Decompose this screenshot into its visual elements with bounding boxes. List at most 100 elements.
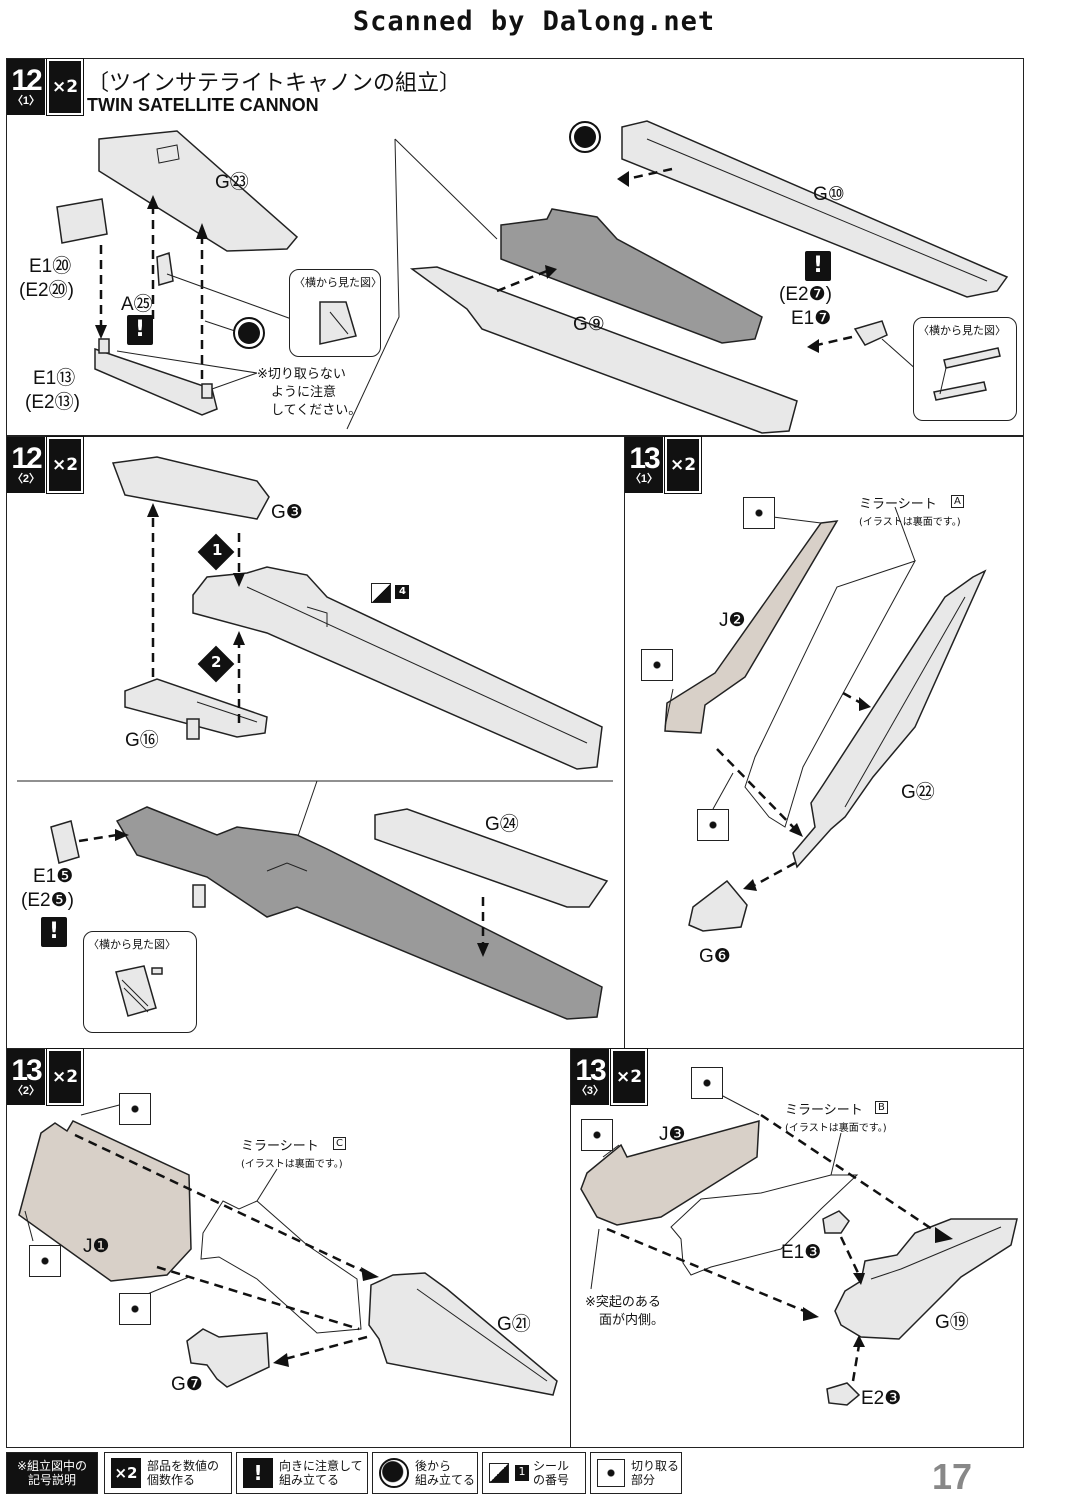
part-g3 <box>111 456 270 520</box>
part-a25 <box>156 252 174 286</box>
multiplier-icon: ×2 <box>111 1458 141 1488</box>
side-view-label: 〈横から見た図〉 <box>294 276 382 289</box>
legend-text: 部品を数値の <box>147 1459 220 1473</box>
note-line2: ように注意 <box>271 385 337 400</box>
step13-3-illustration <box>580 1094 1018 1406</box>
label-g7: G❼ <box>171 1374 203 1395</box>
label-g9: G⑨ <box>573 314 605 335</box>
seal-icon <box>489 1463 509 1483</box>
label-g22: G㉒ <box>901 782 935 803</box>
side-view-label: 〈横から見た図〉 <box>918 324 1006 337</box>
step-title-en: TWIN SATELLITE CANNON <box>87 95 319 115</box>
note-line1: ※切り取らない <box>257 367 346 382</box>
caution-icon: ! <box>127 315 153 345</box>
label-e1-7: E1❼ <box>791 308 832 329</box>
part-g7 <box>186 1328 270 1388</box>
legend-text: 後から <box>415 1459 452 1473</box>
part-g22 <box>792 569 987 869</box>
label-e2-20: (E2⑳) <box>19 280 74 301</box>
legend-text: シール <box>533 1459 570 1473</box>
nipper-icon <box>119 1293 151 1325</box>
label-e2-3: E2❸ <box>861 1388 902 1409</box>
part-g6 <box>688 879 748 932</box>
attach-later-icon <box>233 317 265 349</box>
label-g10: G⑩ <box>813 184 845 205</box>
label-e1-5: E1❺ <box>33 866 74 887</box>
note-line2: 面が内側。 <box>599 1313 665 1328</box>
label-e1-13: E1⑬ <box>33 368 76 389</box>
part-e1-3 <box>822 1210 850 1234</box>
label-g3: G❸ <box>271 502 303 523</box>
part-g16 <box>124 678 268 738</box>
legend-text: 組み立てる <box>415 1473 476 1487</box>
step-number: 12 <box>11 442 42 475</box>
symbol-legend: ※組立図中の 記号説明 ×2 部品を数値の個数作る ! 向きに注意して組み立てる… <box>6 1452 1068 1496</box>
caution-icon: ! <box>805 251 831 281</box>
mirror-sheet-note: (イラストは裏面です。) <box>241 1159 343 1170</box>
legend-text: 個数作る <box>147 1473 196 1487</box>
label-g6: G❻ <box>699 946 731 967</box>
nipper-icon <box>743 497 775 529</box>
panel-step12-2: 12〈2〉 ×2 G❸ 1 <box>6 436 626 1050</box>
step-sub: 〈2〉 <box>11 1085 41 1097</box>
side-view-label: 〈横から見た図〉 <box>88 938 176 951</box>
step-badge: 12〈1〉 ×2 <box>7 58 84 116</box>
seal-number-badge <box>395 585 409 599</box>
label-e1-20: E1⑳ <box>29 256 72 277</box>
label-e1-3: E1❸ <box>781 1242 822 1263</box>
legend-title-line1: ※組立図中の <box>16 1459 88 1473</box>
legend-item-attach-later: 後から組み立てる <box>372 1452 478 1494</box>
part-g21 <box>368 1272 558 1396</box>
mirror-sheet-b <box>670 1174 859 1276</box>
step-title-jp: 〔ツインサテライトキャノンの組立〕 <box>87 70 462 95</box>
panel-step13-2: 13〈2〉 ×2 ミラーシート C (イラストは裏面です。) J❶ G㉑ G❼ <box>6 1048 572 1448</box>
mirror-sheet-a <box>744 560 917 828</box>
multiplier-badge: ×2 <box>610 1048 648 1106</box>
nipper-icon <box>641 649 673 681</box>
panel-step13-1: 13〈1〉 ×2 ミラーシート A (イラストは裏面です。) J❷ G㉒ G❻ <box>624 436 1024 1050</box>
mirror-sheet-letter: C <box>333 1137 346 1150</box>
mirror-sheet-note: (イラストは裏面です。) <box>859 517 961 528</box>
multiplier-badge: ×2 <box>46 436 84 494</box>
label-g23: G㉓ <box>215 172 249 193</box>
part-e1-7 <box>853 320 888 346</box>
part-dark-body <box>500 208 763 344</box>
part-e1-20 <box>56 198 108 244</box>
legend-text: 切り取る <box>631 1459 680 1473</box>
step-number: 13 <box>575 1054 606 1087</box>
multiplier-badge: ×2 <box>664 436 702 494</box>
mirror-sheet-title: ミラーシート <box>785 1103 863 1118</box>
step-badge: 13〈2〉 ×2 <box>7 1048 84 1106</box>
side-view-callout-2: 〈横から見た図〉 <box>913 317 1017 421</box>
nipper-icon <box>697 809 729 841</box>
step12-1-illustration <box>56 120 1009 434</box>
seal-number-badge: 1 <box>515 1465 529 1481</box>
part-e1-5 <box>50 820 80 864</box>
label-g24: G㉔ <box>485 814 519 835</box>
part-g19 <box>834 1218 1018 1340</box>
nipper-icon <box>581 1119 613 1151</box>
part-g23 <box>98 130 299 252</box>
order-label-2: 2 <box>211 653 222 671</box>
panel-step13-3: 13〈3〉 ×2 ミラーシート B (イラストは裏面です。) J❸ E1❸ G⑲… <box>570 1048 1024 1448</box>
seal-number: 4 <box>399 586 406 597</box>
nipper-icon <box>29 1245 61 1277</box>
mirror-sheet-letter: A <box>951 495 964 508</box>
step13-2-illustration <box>18 1102 558 1396</box>
note-line1: ※突起のある <box>585 1295 661 1310</box>
part-j2 <box>664 520 839 734</box>
label-a25: A㉕ <box>121 294 153 315</box>
side-view-callout: 〈横から見た図〉 <box>83 931 197 1033</box>
label-j1: J❶ <box>83 1236 110 1257</box>
multiplier-badge: ×2 <box>46 58 84 116</box>
step-badge: 12〈2〉 ×2 <box>7 436 84 494</box>
step-sub: 〈1〉 <box>629 473 659 485</box>
note-line3: してください。 <box>271 403 362 418</box>
mirror-sheet-letter: B <box>875 1101 888 1114</box>
legend-item-seal-number: 1 シールの番号 <box>482 1452 586 1494</box>
step-badge: 13〈3〉 ×2 <box>571 1048 648 1106</box>
label-e2-5: (E2❺) <box>21 890 74 911</box>
label-j2: J❷ <box>719 610 746 631</box>
mirror-sheet-note: (イラストは裏面です。) <box>785 1123 887 1134</box>
part-e2-3 <box>826 1382 861 1406</box>
